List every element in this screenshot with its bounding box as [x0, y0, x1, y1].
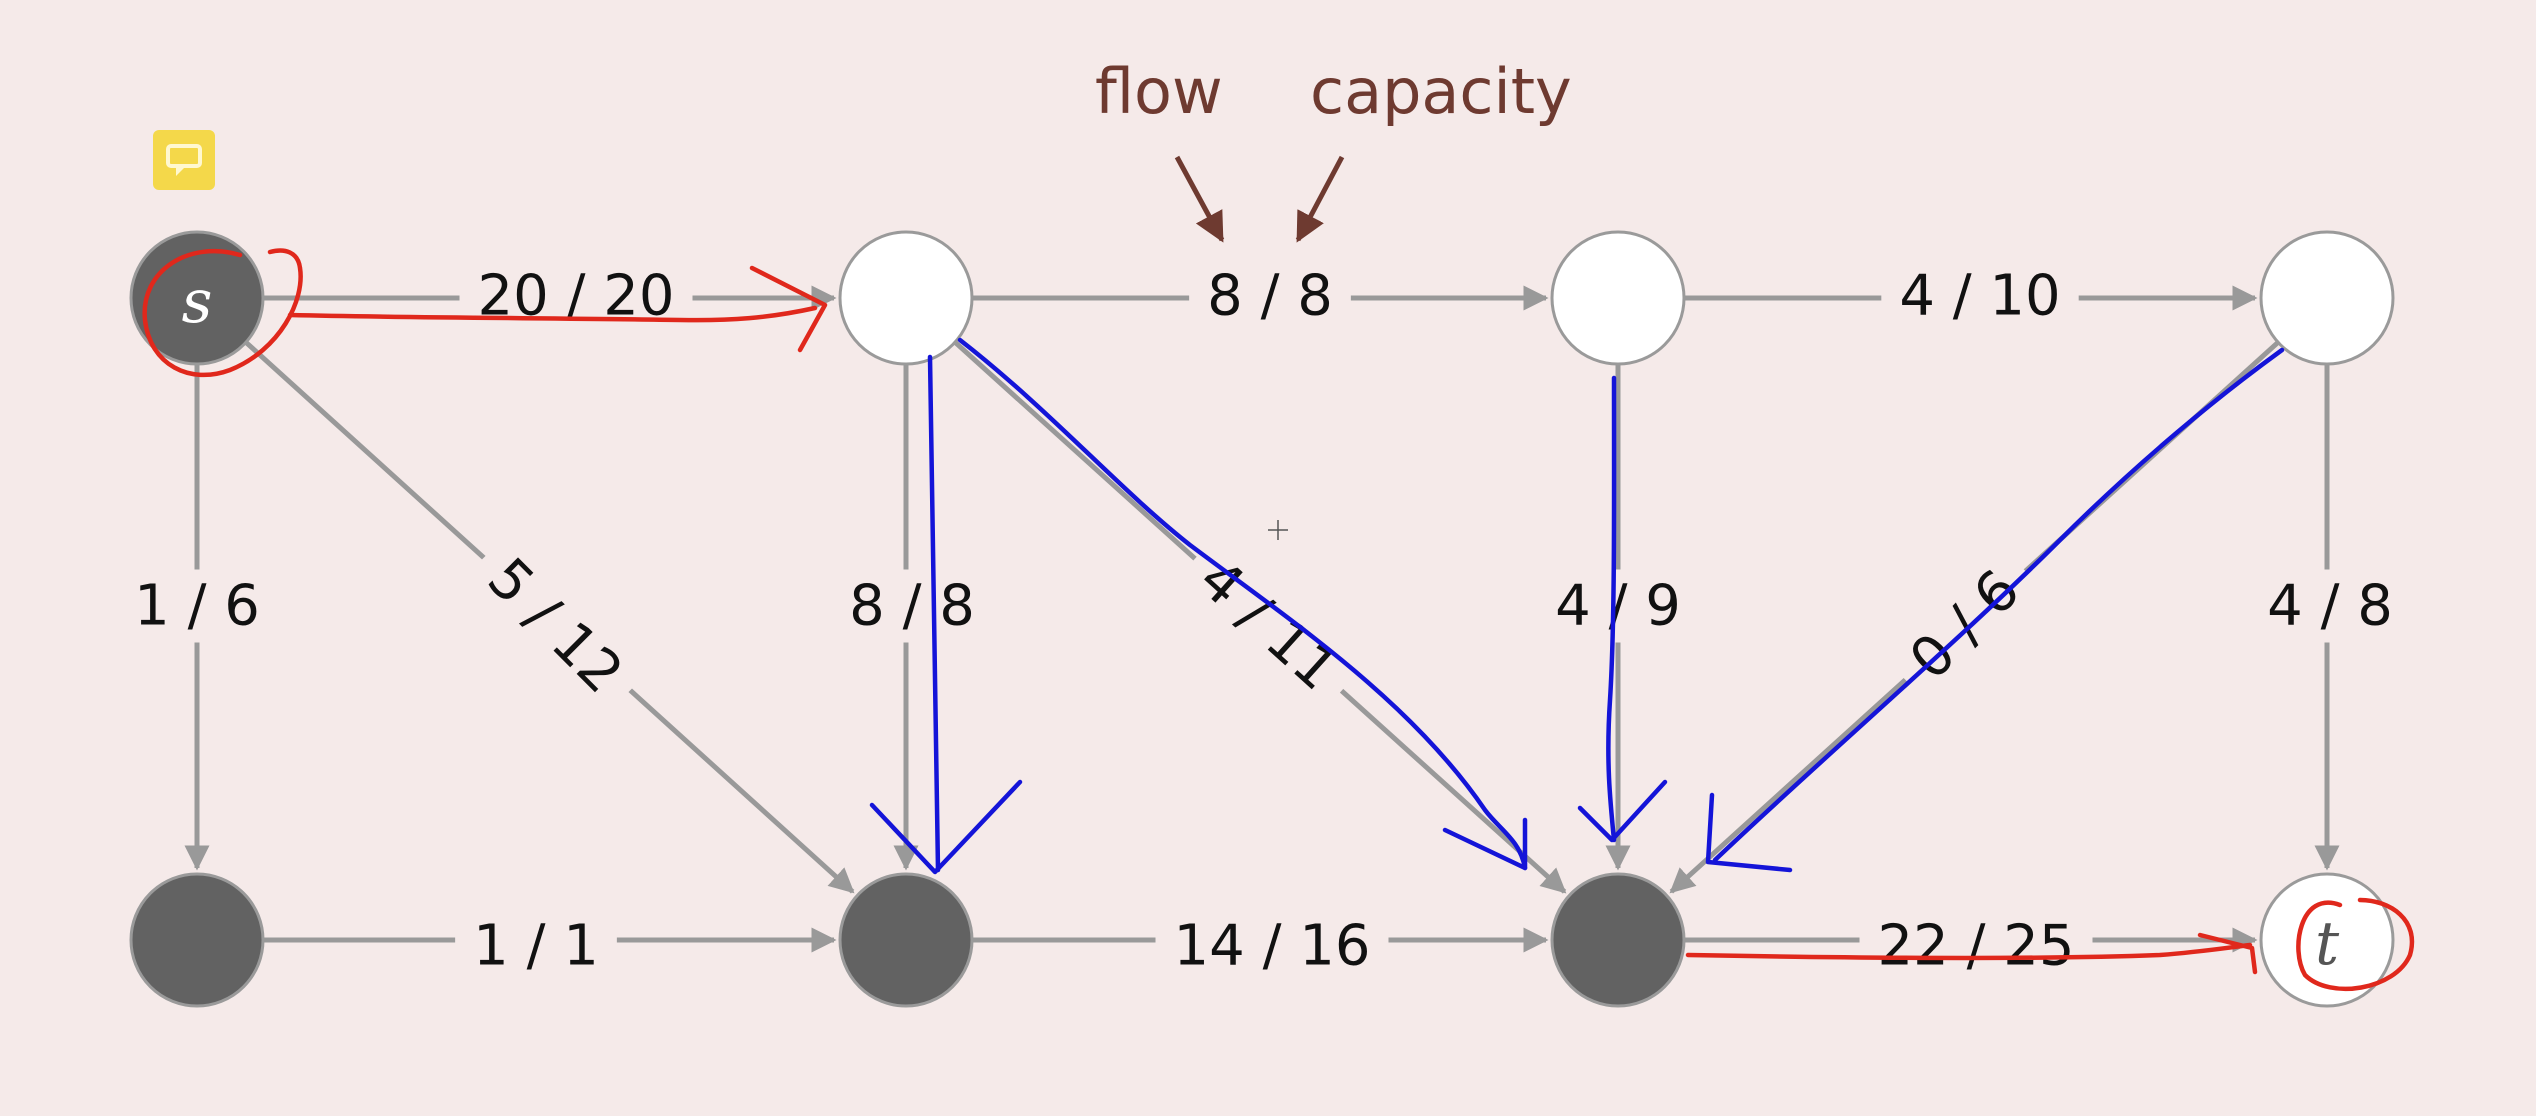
edge-label-s-d: 1 / 6	[116, 569, 278, 643]
sticky-note-icon[interactable]	[153, 130, 215, 190]
edge-label-s-e: 5 / 12	[459, 530, 651, 722]
blue-arrow-a-to-e	[927, 354, 941, 873]
node-circle	[1550, 230, 1686, 366]
blue-arrow-b-to-f	[1606, 375, 1617, 843]
edge-label-text: 4 / 9	[1555, 574, 1681, 639]
edge-label-text: 8 / 8	[1207, 264, 1333, 329]
red-circle-s	[142, 248, 303, 378]
flow-pointer-arrow	[1174, 155, 1225, 243]
edge-label-a-f: 4 / 11	[1170, 531, 1366, 719]
edge-label-bg	[2249, 569, 2411, 643]
node-t: t	[2259, 872, 2395, 1008]
blue-arrowhead-f-left	[1442, 817, 1528, 871]
edge-label-bg	[1189, 259, 1351, 333]
edge-label-f-t: 22 / 25	[1859, 909, 2093, 983]
edge-label-d-e: 1 / 1	[455, 909, 617, 983]
flow-annotation: flow	[1095, 55, 1223, 128]
edge-label-b-f: 4 / 9	[1537, 569, 1699, 643]
edge-label-bg	[459, 530, 651, 722]
node-circle	[2259, 872, 2395, 1008]
node-circle	[129, 872, 265, 1008]
edge-label-b-c: 4 / 10	[1881, 259, 2079, 333]
edge-label-bg	[1881, 259, 2079, 333]
blue-arrow-c-to-f	[1712, 347, 2285, 863]
capacity-annotation: capacity	[1310, 55, 1572, 128]
edge-label-a-e: 8 / 8	[831, 569, 993, 643]
node-circle	[2259, 230, 2395, 366]
node-f	[1550, 872, 1686, 1008]
node-e	[838, 872, 974, 1008]
edge-label-bg	[831, 569, 993, 643]
node-s: s	[129, 230, 265, 366]
node-circle	[129, 230, 265, 366]
red-arrow-s-to-a	[287, 305, 818, 323]
blue-arrowhead-e	[869, 779, 1023, 875]
node-circle	[838, 872, 974, 1008]
edge-label-bg	[1537, 569, 1699, 643]
edge-label-text: 4 / 11	[1186, 547, 1349, 703]
nodes: st	[129, 230, 2395, 1008]
edge-label-text: 14 / 16	[1174, 914, 1371, 979]
edge-label-bg	[1155, 909, 1389, 983]
node-circle	[838, 230, 974, 366]
red-arrow-f-to-t	[1685, 942, 2253, 961]
blue-ink-annotations	[869, 337, 2285, 875]
edge-label-text: 5 / 12	[475, 546, 635, 706]
edge-label-bg	[1170, 531, 1366, 719]
annotations: flow capacity	[1095, 55, 1572, 243]
node-c	[2259, 230, 2395, 366]
edge-label-text: 4 / 10	[1899, 264, 2060, 329]
blue-arrowhead-f-right	[1705, 792, 1793, 873]
node-a	[838, 230, 974, 366]
node-label-t: t	[2315, 909, 2340, 979]
red-circle-t	[2296, 897, 2415, 991]
crosshair-cursor-icon	[1268, 520, 1288, 540]
edge-label-bg	[455, 909, 617, 983]
edge-label-c-t: 4 / 8	[2249, 569, 2411, 643]
edge-label-a-b: 8 / 8	[1189, 259, 1351, 333]
edge-label-e-f: 14 / 16	[1155, 909, 1389, 983]
edge-label-text: 1 / 6	[134, 574, 260, 639]
edge-label-bg	[1859, 909, 2093, 983]
red-ink-annotations	[142, 248, 2415, 991]
blue-arrow-a-to-f	[957, 337, 1528, 871]
node-label-s: s	[182, 267, 213, 337]
red-arrowhead-t	[2197, 932, 2258, 975]
edge-label-text: 1 / 1	[473, 914, 599, 979]
edge-label-text: 4 / 8	[2267, 574, 2393, 639]
node-b	[1550, 230, 1686, 366]
blue-arrowhead-f-mid	[1577, 779, 1668, 843]
red-arrowhead-a	[749, 265, 828, 353]
node-d	[129, 872, 265, 1008]
edge-label-bg	[116, 569, 278, 643]
edge-label-text: 22 / 25	[1878, 914, 2075, 979]
node-circle	[1550, 872, 1686, 1008]
edge-label-text: 8 / 8	[849, 574, 975, 639]
capacity-pointer-arrow	[1295, 155, 1345, 243]
